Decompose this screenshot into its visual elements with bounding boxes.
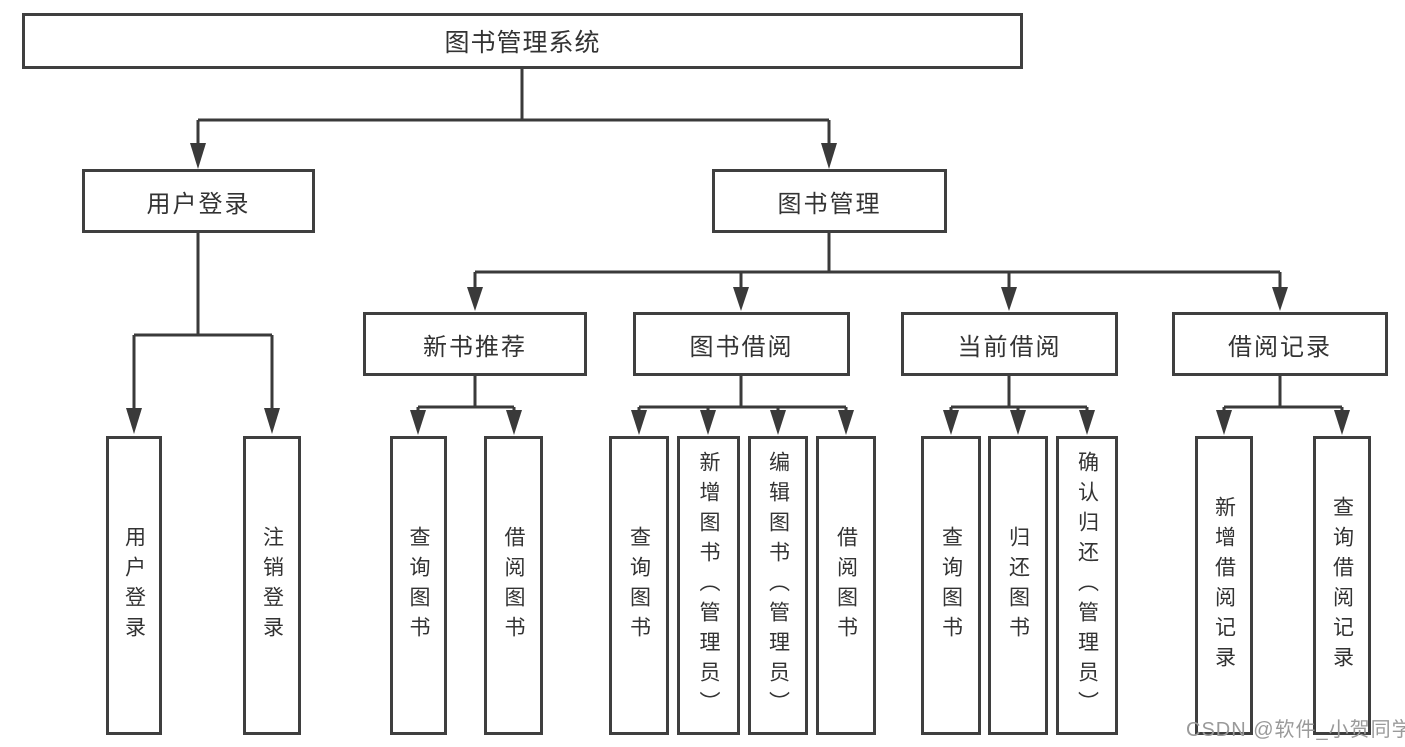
leaf-logout-label: 注销登录 <box>260 525 284 646</box>
leaf-borrow-books: 借阅图书 <box>816 436 876 735</box>
leaf-return-books: 归还图书 <box>988 436 1048 735</box>
leaf-add-book-admin-label: 新增图书（管理员） <box>697 450 720 721</box>
node-book-borrow: 图书借阅 <box>633 312 850 376</box>
connector-new-book-trunk <box>416 376 516 414</box>
leaf-edit-book-admin-label: 编辑图书（管理员） <box>766 450 790 721</box>
node-book-borrow-label: 图书借阅 <box>689 333 794 361</box>
leaf-logout: 注销登录 <box>243 436 301 735</box>
csdn-watermark: CSDN @软件_小贺同学 <box>1186 719 1405 741</box>
leaf-confirm-return-admin: 确认归还（管理员） <box>1056 436 1118 735</box>
leaf-query-books-borrow: 查询图书 <box>609 436 669 735</box>
leaf-query-books-current: 查询图书 <box>921 436 981 735</box>
connector-book-management-trunk <box>475 233 1280 274</box>
leaf-query-books-current-label: 查询图书 <box>939 525 963 646</box>
node-root-label: 图书管理系统 <box>444 29 601 57</box>
connector-book-borrow-trunk <box>637 376 848 414</box>
leaf-user-login-label: 用户登录 <box>122 525 146 646</box>
node-new-book-recommend: 新书推荐 <box>363 312 587 376</box>
leaf-query-books-recommend-label: 查询图书 <box>407 525 430 646</box>
arrowheads <box>126 143 1350 435</box>
leaf-edit-book-admin: 编辑图书（管理员） <box>748 436 808 735</box>
leaf-add-book-admin: 新增图书（管理员） <box>677 436 740 735</box>
connector-current-borrow-trunk <box>949 376 1089 414</box>
leaf-add-borrow-record-label: 新增借阅记录 <box>1212 495 1236 676</box>
node-user-login-label: 用户登录 <box>146 190 251 218</box>
node-borrow-records-label: 借阅记录 <box>1228 333 1332 361</box>
node-current-borrow-label: 当前借阅 <box>957 333 1062 361</box>
leaf-query-borrow-record-label: 查询借阅记录 <box>1330 495 1354 676</box>
leaf-query-borrow-record: 查询借阅记录 <box>1313 436 1371 735</box>
leaf-borrow-books-recommend-label: 借阅图书 <box>502 525 525 646</box>
leaf-user-login: 用户登录 <box>106 436 162 735</box>
node-user-login: 用户登录 <box>82 169 315 233</box>
leaf-borrow-books-recommend: 借阅图书 <box>484 436 543 735</box>
node-book-management-label: 图书管理 <box>777 190 882 218</box>
node-borrow-records: 借阅记录 <box>1172 312 1388 376</box>
leaf-add-borrow-record: 新增借阅记录 <box>1195 436 1253 735</box>
leaf-borrow-books-label: 借阅图书 <box>834 525 858 646</box>
leaf-query-books-borrow-label: 查询图书 <box>627 525 651 646</box>
connector-borrow-records-trunk <box>1222 376 1344 414</box>
connector-root-trunk <box>198 69 829 122</box>
node-book-management: 图书管理 <box>712 169 947 233</box>
leaf-confirm-return-admin-label: 确认归还（管理员） <box>1075 450 1099 721</box>
leaf-return-books-label: 归还图书 <box>1006 525 1030 646</box>
leaf-query-books-recommend: 查询图书 <box>390 436 447 735</box>
node-new-book-recommend-label: 新书推荐 <box>423 333 527 361</box>
connector-user-login-trunk <box>134 233 272 337</box>
node-current-borrow: 当前借阅 <box>901 312 1118 376</box>
node-root-system: 图书管理系统 <box>22 13 1023 69</box>
